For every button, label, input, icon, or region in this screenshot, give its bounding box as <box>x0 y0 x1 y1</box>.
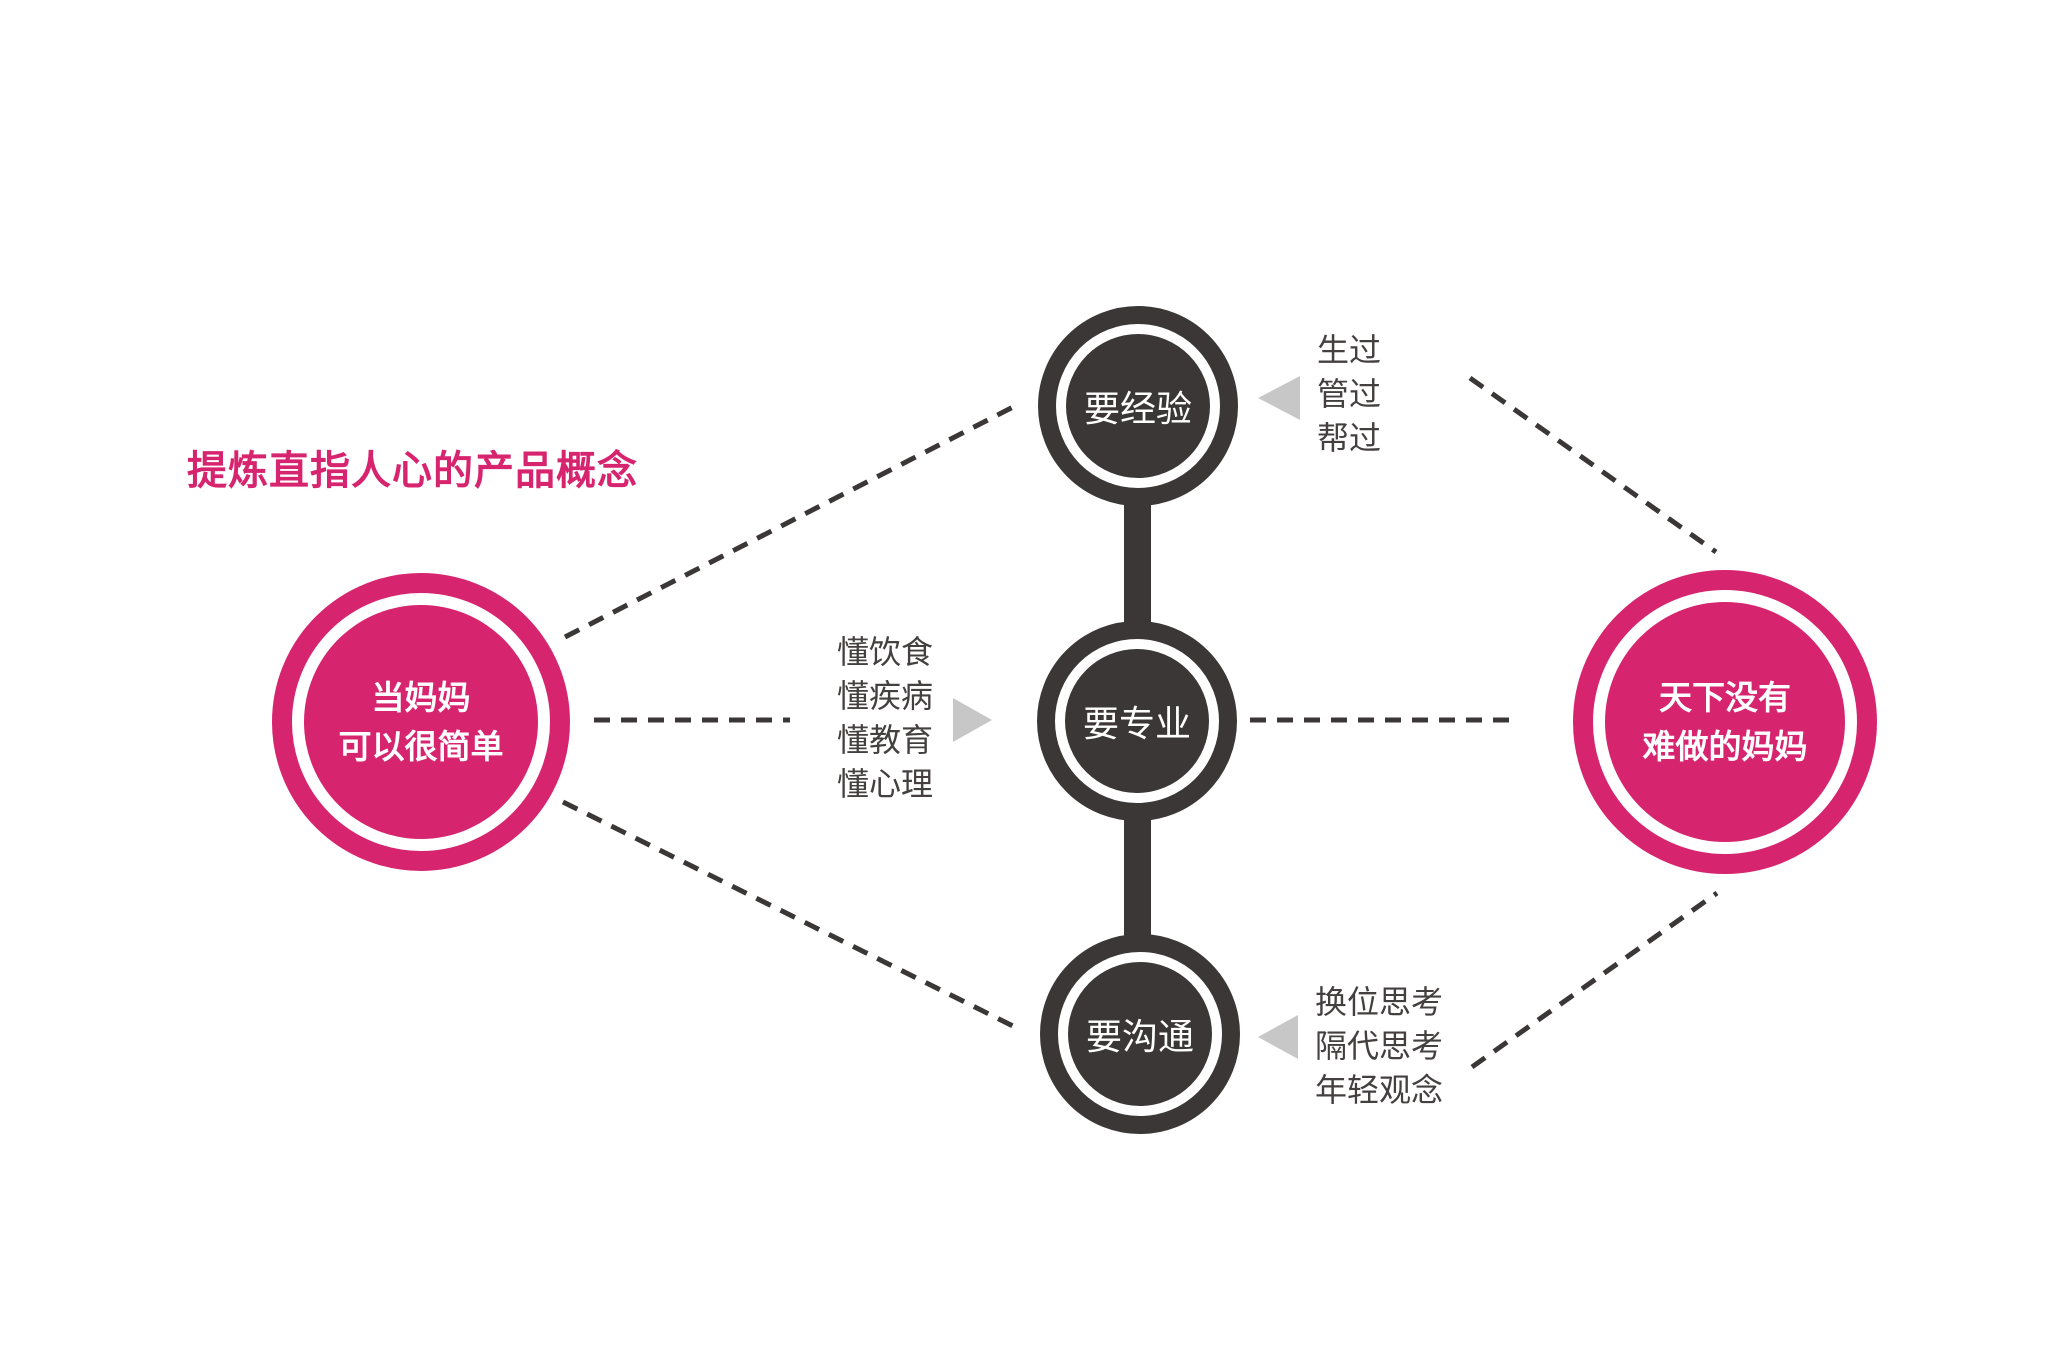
annotation-experience: 生过 管过 帮过 <box>1317 332 1382 456</box>
dashed-connector-line <box>563 402 1019 640</box>
page-title: 提炼直指人心的产品概念 <box>187 449 638 493</box>
node-communication-label: 要沟通 <box>1085 1016 1194 1057</box>
node-left-circle: 当妈妈 可以很简单 <box>272 573 570 871</box>
node-communication-circle: 要沟通 <box>1040 934 1240 1134</box>
dashed-connector-line <box>1468 375 1718 555</box>
annotation-professional: 懂饮食 懂疾病 懂教育 懂心理 <box>837 634 934 802</box>
annotation-communication: 换位思考 隔代思考 年轻观念 <box>1315 984 1444 1108</box>
node-professional-label: 要专业 <box>1082 703 1191 744</box>
node-left-circle-inner: 当妈妈 可以很简单 <box>304 605 538 839</box>
node-right-circle-inner: 天下没有 难做的妈妈 <box>1605 602 1845 842</box>
node-professional-circle-inner: 要专业 <box>1065 649 1209 793</box>
node-communication-circle-inner: 要沟通 <box>1068 962 1212 1106</box>
node-professional-circle: 要专业 <box>1037 621 1237 821</box>
node-experience-label: 要经验 <box>1083 388 1192 429</box>
dashed-connector-line <box>561 799 1019 1031</box>
node-right-label: 天下没有 难做的妈妈 <box>1642 678 1808 766</box>
arrow-left-icon <box>1258 376 1300 420</box>
node-right-circle: 天下没有 难做的妈妈 <box>1573 570 1877 874</box>
dashed-connector-line <box>1470 890 1719 1070</box>
arrow-left-icon <box>1258 1015 1298 1059</box>
node-experience-circle-inner: 要经验 <box>1066 334 1210 478</box>
node-left-label: 当妈妈 可以很简单 <box>338 678 504 766</box>
node-experience-circle: 要经验 <box>1038 306 1238 506</box>
arrow-right-icon <box>953 698 992 742</box>
